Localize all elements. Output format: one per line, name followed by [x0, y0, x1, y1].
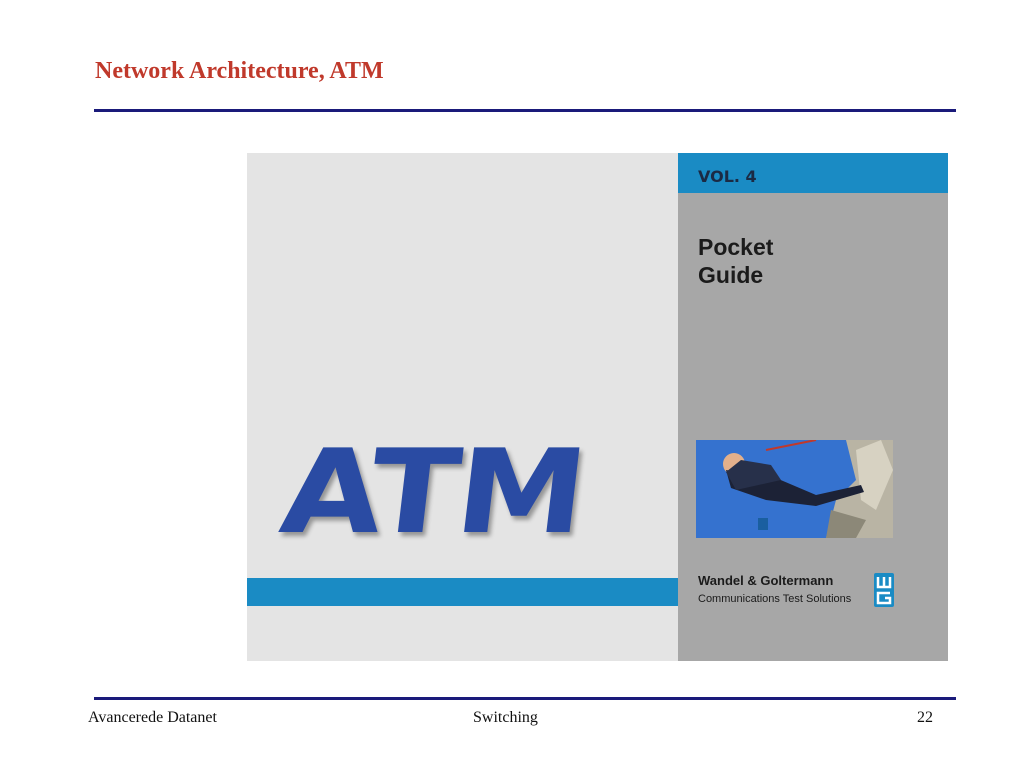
- slide-title: Network Architecture, ATM: [95, 58, 384, 84]
- cover-right-panel: VOL. 4 Pocket Guide Wandel & Goltermann …: [678, 153, 948, 661]
- footer-page-number: 22: [917, 709, 933, 726]
- company-tagline: Communications Test Solutions: [698, 593, 852, 605]
- footer-course-name: Avancerede Datanet: [88, 709, 217, 726]
- volume-bar: VOL. 4: [678, 153, 948, 193]
- cover-blue-band: [247, 578, 678, 606]
- volume-label: VOL. 4: [698, 167, 757, 186]
- guide-title-line2: Guide: [698, 262, 764, 288]
- atm-logo-text: ATM: [274, 425, 592, 560]
- title-divider: [94, 109, 956, 112]
- climber-photo: [696, 440, 893, 538]
- cover-left-panel: ATM: [247, 153, 678, 661]
- footer-divider: [94, 697, 956, 700]
- guide-title-line1: Pocket: [698, 234, 774, 260]
- company-name: Wandel & Goltermann: [698, 573, 834, 588]
- guide-title: Pocket Guide: [698, 233, 773, 289]
- pocket-guide-cover-image: ATM VOL. 4 Pocket Guide Wandel & Golterm…: [247, 153, 948, 661]
- footer-topic: Switching: [473, 709, 538, 726]
- wg-logo: [874, 573, 894, 607]
